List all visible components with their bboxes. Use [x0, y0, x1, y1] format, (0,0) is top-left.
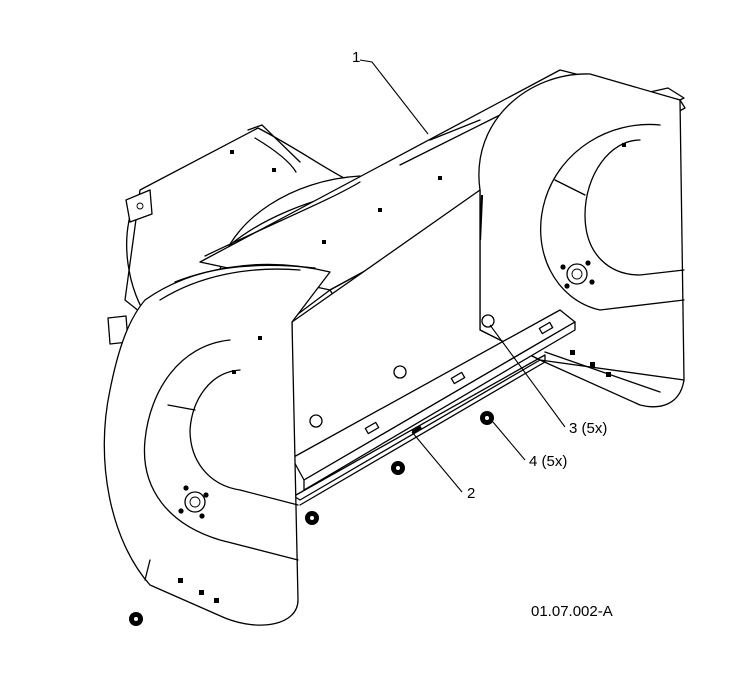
leader-4	[492, 421, 526, 461]
scraper-bar	[291, 309, 576, 506]
callout-3-label: 3 (5x)	[569, 420, 607, 437]
left-side-panel	[103, 263, 331, 626]
nuts	[129, 411, 494, 626]
leader-2	[411, 431, 463, 493]
callout-4-label: 4 (5x)	[529, 453, 567, 470]
right-side-panel	[478, 73, 685, 408]
callout-leaders	[359, 59, 566, 493]
callout-1-label: 1	[352, 49, 360, 66]
drawing-number: 01.07.002-A	[531, 603, 613, 620]
callout-2-label: 2	[467, 485, 475, 502]
leader-1	[359, 59, 429, 135]
leader-3	[489, 324, 566, 428]
